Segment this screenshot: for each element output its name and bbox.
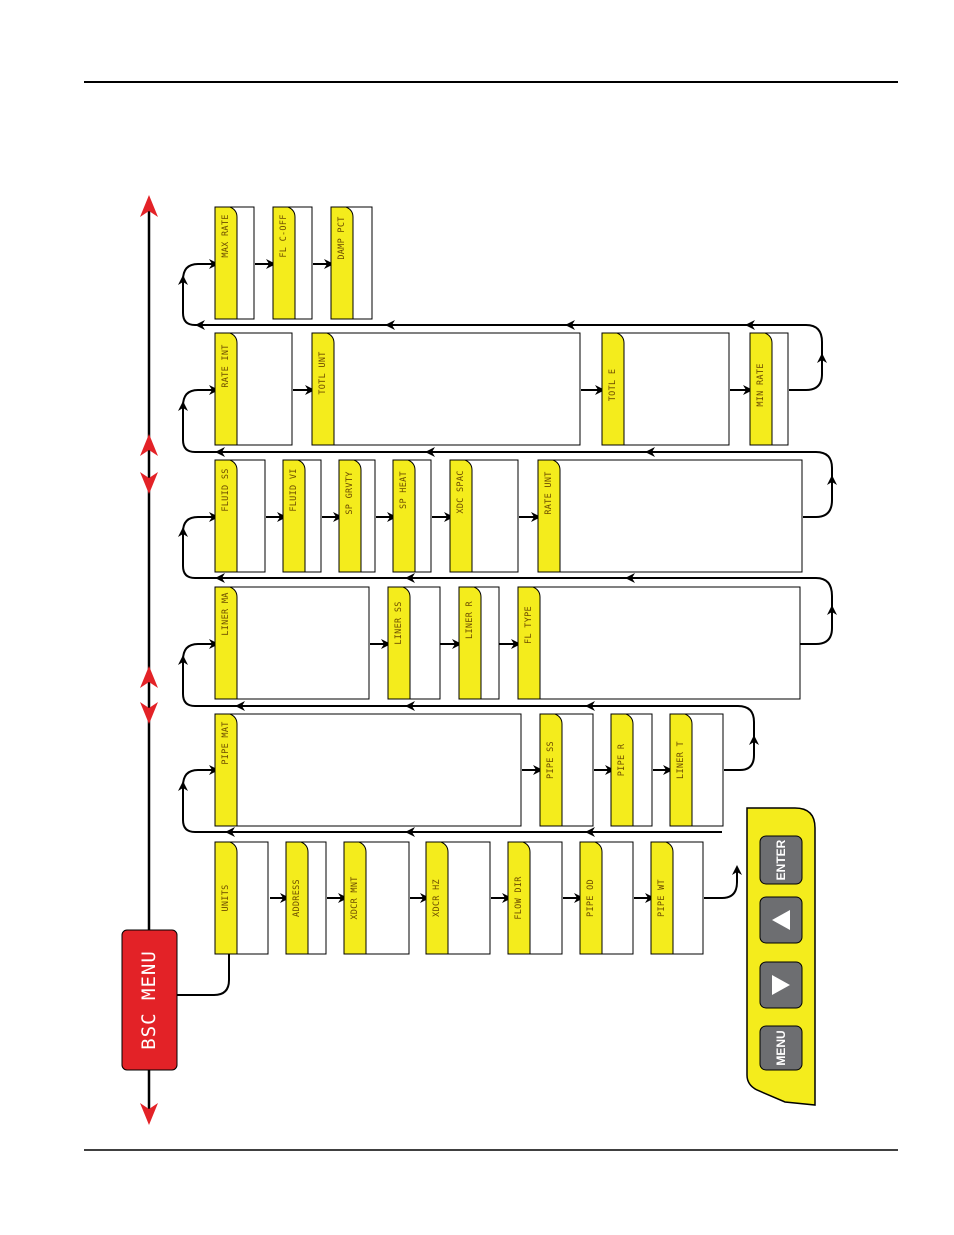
lcd-fl-type[interactable]: FL TYPE <box>518 587 800 699</box>
lcd-label: RATE INT <box>221 344 231 387</box>
lcd-label: LINER R <box>465 600 475 639</box>
lcd-rate-int[interactable]: RATE INT <box>215 333 292 445</box>
row-3: LINER MA LINER SS LINER R FL TYPE <box>215 587 832 699</box>
lcd-label: PIPE MAT <box>221 721 231 764</box>
row-4: FLUID SS FLUID VI SP GRVTY SP HEAT XDC S <box>215 460 832 572</box>
enter-key-label: ENTER <box>774 839 788 880</box>
lcd-pipe-ss[interactable]: PIPE SS <box>540 714 593 826</box>
lcd-label: SP GRVTY <box>345 471 355 514</box>
lcd-label: FL C-OFF <box>279 214 289 257</box>
lcd-fl-c-off[interactable]: FL C-OFF <box>273 207 312 319</box>
lcd-label: PIPE WT <box>657 879 667 917</box>
row-6: MAX RATE FL C-OFF DAMP PCT <box>215 207 372 319</box>
menu-key[interactable]: MENU <box>760 1026 802 1070</box>
lcd-label: FLUID VI <box>289 468 299 511</box>
lcd-sp-heat[interactable]: SP HEAT <box>393 460 431 572</box>
lcd-xdcr-hz[interactable]: XDCR HZ <box>426 842 490 954</box>
lcd-label: DAMP PCT <box>337 216 347 259</box>
lcd-label: XDC SPAC <box>456 470 466 513</box>
lcd-label: LINER T <box>676 741 686 779</box>
lcd-max-rate[interactable]: MAX RATE <box>215 207 254 319</box>
lcd-label: LINER MA <box>221 592 231 635</box>
keypad: ENTER MENU <box>747 808 815 1105</box>
lcd-label: PIPE OD <box>586 879 596 917</box>
lcd-liner-r[interactable]: LINER R <box>459 587 499 699</box>
lcd-damp-pct[interactable]: DAMP PCT <box>331 207 372 319</box>
lcd-xdcr-mnt[interactable]: XDCR MNT <box>344 842 409 954</box>
lcd-fluid-vi[interactable]: FLUID VI <box>283 460 321 572</box>
menu-connector <box>177 948 229 995</box>
up-key[interactable] <box>760 897 802 943</box>
lcd-pipe-r[interactable]: PIPE R <box>611 714 652 826</box>
lcd-liner-ma[interactable]: LINER MA <box>215 587 369 699</box>
lcd-label: PIPE SS <box>546 741 556 779</box>
lcd-label: XDCR MNT <box>350 876 360 919</box>
menu-title: BSC MENU <box>138 950 160 1050</box>
lcd-label: UNITS <box>221 884 231 911</box>
menu-block[interactable]: BSC MENU <box>122 930 177 1070</box>
row-1: UNITS ADDRESS XDCR MNT XDCR HZ FLOW DIR <box>215 842 737 954</box>
lcd-label: FLOW DIR <box>514 876 524 920</box>
lcd-pipe-od[interactable]: PIPE OD <box>580 842 633 954</box>
enter-key[interactable]: ENTER <box>760 836 802 884</box>
lcd-label: TOTL E <box>608 369 618 402</box>
lcd-fluid-ss[interactable]: FLUID SS <box>215 460 265 572</box>
lcd-label: RATE UNT <box>544 471 554 514</box>
lcd-label: TOTL UNT <box>318 351 328 394</box>
lcd-label: MIN RATE <box>756 363 766 406</box>
lcd-totl-unt[interactable]: TOTL UNT <box>312 333 580 445</box>
lcd-pipe-mat[interactable]: PIPE MAT <box>215 714 521 826</box>
lcd-label: PIPE R <box>617 743 627 776</box>
row-5: RATE INT TOTL UNT TOTL E MIN RATE <box>215 333 822 445</box>
lcd-address[interactable]: ADDRESS <box>286 842 326 954</box>
lcd-min-rate[interactable]: MIN RATE <box>750 333 788 445</box>
lcd-pipe-wt[interactable]: PIPE WT <box>651 842 703 954</box>
row-2: PIPE MAT PIPE SS PIPE R LINER T <box>215 714 754 826</box>
lcd-rate-unt[interactable]: RATE UNT <box>538 460 802 572</box>
lcd-sp-grvty[interactable]: SP GRVTY <box>339 460 375 572</box>
lcd-label: MAX RATE <box>221 214 231 257</box>
lcd-label: FL TYPE <box>524 606 534 644</box>
lcd-label: FLUID SS <box>221 468 231 511</box>
lcd-label: XDCR HZ <box>432 879 442 917</box>
lcd-totl-e[interactable]: TOTL E <box>602 333 729 445</box>
down-key[interactable] <box>760 962 802 1008</box>
lcd-units[interactable]: UNITS <box>215 842 268 954</box>
lcd-label: ADDRESS <box>292 879 302 917</box>
menu-key-label: MENU <box>774 1030 788 1065</box>
lcd-xdc-spac[interactable]: XDC SPAC <box>450 460 518 572</box>
lcd-label: LINER SS <box>394 601 404 644</box>
lcd-liner-ss[interactable]: LINER SS <box>388 587 440 699</box>
lcd-label: SP HEAT <box>399 471 409 509</box>
lcd-liner-t[interactable]: LINER T <box>670 714 723 826</box>
lcd-flow-dir[interactable]: FLOW DIR <box>508 842 562 954</box>
